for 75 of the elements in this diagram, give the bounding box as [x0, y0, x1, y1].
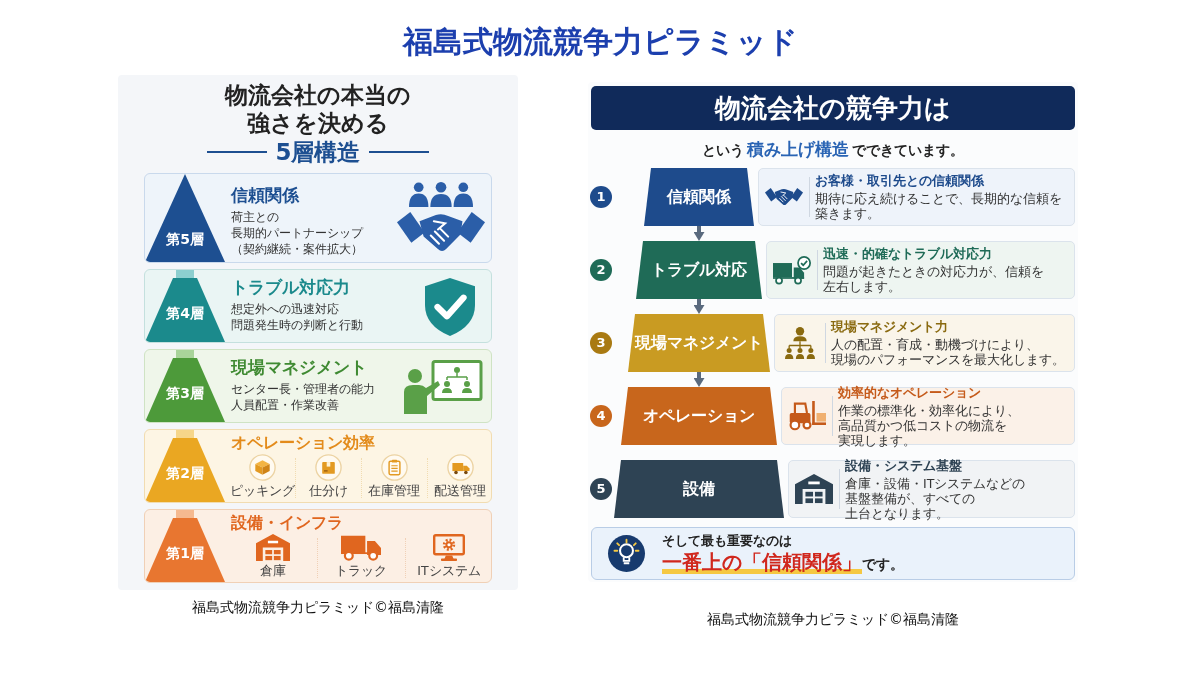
- block-label: オペレーション: [642, 406, 756, 426]
- card-title: 効率的なオペレーション: [838, 384, 982, 401]
- description-card: [766, 241, 1075, 299]
- pyramid-block: [621, 387, 777, 445]
- arrow: [693, 299, 705, 314]
- layer-description: （契約継続・案件拡大）: [231, 241, 364, 257]
- layer-title: 現場マネジメント: [231, 356, 367, 378]
- card-description: 人の配置・育成・動機づけにより、現場のパフォーマンスを最大化します。: [831, 337, 1066, 367]
- icon-label: トラック: [335, 563, 387, 579]
- layer-description: センター長・管理者の能力: [231, 381, 376, 397]
- layer-description: 人員配置・作業改善: [231, 397, 340, 413]
- layer-description: 問題発生時の判断と行動: [231, 317, 364, 333]
- heading-banner: 物流会社の競争力は: [591, 86, 1075, 130]
- pyramid-segment: [145, 270, 225, 342]
- layer-title: オペレーション効率: [231, 432, 375, 454]
- infographic-panel: [118, 75, 518, 590]
- credit-text: 福島式物流競争力ピラミッド©福島清隆: [192, 599, 444, 617]
- pyramid-block: [644, 168, 754, 226]
- card-title: お客様・取引先との信頼関係: [815, 173, 985, 189]
- pyramid-segment: [145, 174, 225, 262]
- layer-card: [144, 349, 492, 423]
- card-description: 作業の標準化・効率化により、高品質かつ低コストの物流を実現します。: [838, 402, 1021, 448]
- layer-label: 第2層: [166, 464, 204, 482]
- panel-subheading: 5層構造: [275, 138, 361, 166]
- icon-label: 仕分け: [308, 483, 348, 499]
- number-badge: 2: [590, 259, 612, 281]
- infographic-panel: [588, 82, 1078, 582]
- card-title: 迅速・的確なトラブル対応力: [823, 246, 993, 262]
- number-badge: 4: [590, 405, 612, 427]
- block-label: 信頼関係: [665, 187, 732, 207]
- description-card: [758, 168, 1075, 226]
- icon-label: 配送管理: [434, 483, 486, 499]
- title: 福島式物流競争力ピラミッド: [402, 23, 798, 61]
- icon-label: ITシステム: [417, 563, 481, 579]
- block-label: 設備: [682, 479, 716, 499]
- layer-card: [144, 173, 492, 263]
- pyramid-segment: [145, 350, 225, 422]
- layer-card: [144, 269, 492, 343]
- card-description: 期待に応え続けることで、長期的な信頼を築きます。: [815, 191, 1063, 221]
- layer-label: 第5層: [166, 230, 204, 248]
- number-badge: 1: [590, 186, 612, 208]
- number-badge: 5: [590, 478, 612, 500]
- layer-label: 第3層: [166, 384, 204, 402]
- card-description: 倉庫・設備・ITシステムなどの基盤整備が、すべての土台となります。: [845, 475, 1027, 521]
- callout-box: [591, 527, 1075, 580]
- callout-text: そして最も重要なのは: [662, 532, 792, 549]
- layer-card: [144, 509, 492, 583]
- layer-card: [144, 429, 492, 503]
- pyramid-block: [636, 241, 762, 299]
- layer-label: 第4層: [166, 304, 204, 322]
- icon-label: 在庫管理: [368, 483, 420, 499]
- icon-label: ピッキング: [229, 483, 295, 499]
- icon-label: 倉庫: [260, 563, 286, 579]
- pyramid-segment: [145, 510, 225, 582]
- credit-text: 福島式物流競争力ピラミッド©福島清隆: [707, 611, 959, 629]
- card-description: 問題が起きたときの対応力が、信頼を左右します。: [823, 264, 1045, 294]
- block-label: トラブル対応: [650, 260, 748, 280]
- number-badge: 3: [590, 332, 612, 354]
- pyramid-block: [614, 460, 784, 518]
- pyramid-segment: [145, 430, 225, 502]
- block-label: 現場マネジメント: [633, 333, 764, 353]
- description-card: [774, 314, 1075, 372]
- card-title: 設備・システム基盤: [845, 457, 963, 474]
- panel-heading: 物流会社の本当の強さを決める: [223, 81, 412, 137]
- layer-title: トラブル対応力: [231, 276, 350, 298]
- card-title: 現場マネジメント力: [831, 319, 949, 335]
- layer-label: 第1層: [166, 544, 204, 562]
- arrow: [693, 372, 705, 387]
- arrow: [693, 226, 705, 241]
- panel-subheading: という積み上げ構造でできています。: [702, 138, 964, 161]
- layer-description: 荷主との長期的パートナーシップ: [231, 209, 365, 241]
- layer-title: 信頼関係: [231, 184, 299, 206]
- pyramid-block: [628, 314, 770, 372]
- layer-title: 設備・インフラ: [231, 512, 343, 534]
- layer-description: 想定外への迅速対応: [231, 301, 340, 317]
